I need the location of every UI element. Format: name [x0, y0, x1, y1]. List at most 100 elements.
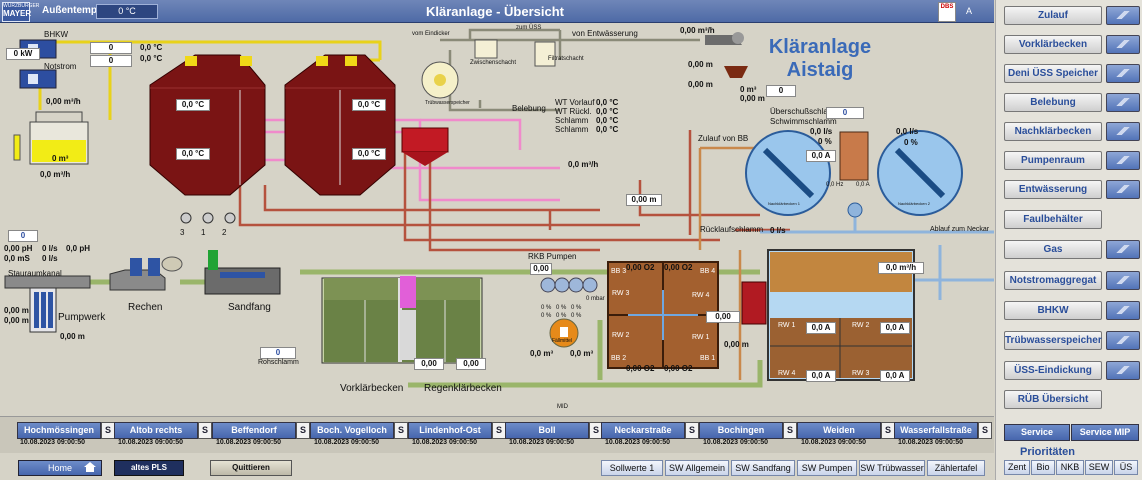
nav-nachklaerbecken[interactable]: Nachklärbecken: [1004, 122, 1102, 141]
nav-entwaesserung-icon[interactable]: [1106, 180, 1140, 199]
nav-zulauf-icon[interactable]: [1106, 6, 1140, 25]
station-weiden-s[interactable]: S: [881, 422, 895, 439]
nav-bhkw[interactable]: BHKW: [1004, 301, 1102, 320]
a-indicator: A: [966, 6, 973, 16]
station-wasserfallstrasse[interactable]: Wasserfallstraße: [894, 422, 978, 439]
container-volume: 0 m³: [740, 85, 757, 94]
plant-title-line2: Aistaig: [786, 59, 854, 81]
nav-pumpenraum-icon[interactable]: [1106, 151, 1140, 170]
nav-deni-uess-speicher[interactable]: Deni ÜSS Speicher: [1004, 64, 1102, 83]
nav-bhkw-icon[interactable]: [1106, 301, 1140, 320]
logo-top: WÜRZBURGER: [3, 3, 40, 9]
rechen: [109, 256, 183, 291]
station-bochingen-s[interactable]: S: [783, 422, 797, 439]
zaehlertafel-button[interactable]: Zählertafel: [927, 460, 985, 476]
home-button[interactable]: Home: [18, 460, 102, 476]
heat-exchanger: [401, 127, 449, 166]
vorklaerbecken: [321, 276, 483, 364]
station-wasserfallstrasse-s[interactable]: S: [978, 422, 992, 439]
nav-faulbehaelter[interactable]: Faulbehälter: [1004, 210, 1102, 229]
feed-pipes: [698, 146, 760, 380]
station-wasserfallstrasse-time: 10.08.2023 09:00:50: [898, 439, 963, 446]
nav-notstromaggregat[interactable]: Notstromaggregat: [1004, 271, 1102, 290]
nav-zulauf[interactable]: Zulauf: [1004, 6, 1102, 25]
nkb2-label: Nachklärbecken 2: [898, 201, 931, 206]
station-altob-rechts[interactable]: Altob rechts: [114, 422, 198, 439]
station-beffendorf[interactable]: Beffendorf: [212, 422, 296, 439]
pumpwerk-label: Pumpwerk: [58, 312, 106, 323]
station-altob-rechts-s[interactable]: S: [198, 422, 212, 439]
vkb-value-2: 0,00: [456, 358, 486, 370]
sollwerte-1-button[interactable]: Sollwerte 1: [601, 460, 663, 476]
nav-rueb-uebersicht[interactable]: RÜB Übersicht: [1004, 390, 1102, 409]
prio-nkb-button[interactable]: NKB: [1056, 460, 1084, 475]
prio-sew-button[interactable]: SEW: [1085, 460, 1113, 475]
power-value: 0 kW: [6, 48, 40, 60]
filtratschacht-label: Filtratschacht: [548, 56, 584, 62]
altes-pls-button[interactable]: altes PLS: [114, 460, 184, 476]
process-schematic: [4, 28, 994, 388]
quittieren-button[interactable]: Quittieren: [210, 460, 292, 476]
station-lindenhof-ost[interactable]: Lindenhof-Ost: [408, 422, 492, 439]
station-boll[interactable]: Boll: [505, 422, 589, 439]
von-entwaesserung-label: von Entwässerung: [572, 29, 638, 38]
prio-ues-button[interactable]: ÜS: [1114, 460, 1138, 475]
station-hochmoessingen-s[interactable]: S: [101, 422, 115, 439]
nav-pumpenraum[interactable]: Pumpenraum: [1004, 151, 1102, 170]
station-boch-vogelloch[interactable]: Boch. Vogelloch: [310, 422, 394, 439]
sw-truebwasser-button[interactable]: SW Trübwasser: [859, 460, 925, 476]
bhkw-temp-2: 0,0 °C: [140, 54, 163, 63]
station-weiden[interactable]: Weiden: [797, 422, 881, 439]
station-boll-time: 10.08.2023 09:00:50: [509, 439, 574, 446]
sw-allgemein-button[interactable]: SW Allgemein: [665, 460, 729, 476]
nav-truebwasser-icon[interactable]: [1106, 331, 1140, 350]
digester-right-temp-top: 0,0 °C: [352, 99, 386, 111]
station-neckarstrasse[interactable]: Neckarstraße: [601, 422, 685, 439]
station-hochmoessingen[interactable]: Hochmössingen: [17, 422, 101, 439]
prio-zent-button[interactable]: Zent: [1004, 460, 1030, 475]
nav-vorklaerbecken-icon[interactable]: [1106, 35, 1140, 54]
rkb-pressure: 0 mbar: [586, 296, 605, 302]
service-button[interactable]: Service: [1004, 424, 1070, 441]
gas-holder: [13, 111, 89, 165]
dbs-logo[interactable]: DBS: [938, 2, 956, 22]
rohschlamm-label: Rohschlamm: [258, 359, 299, 366]
rueb-rw2-label: RW 2: [852, 322, 870, 329]
ph-value-2: 0,0 pH: [66, 244, 91, 253]
nav-belebung-icon[interactable]: [1106, 93, 1140, 112]
rkb-pct-1: 0 %: [541, 305, 552, 311]
nav-belebung[interactable]: Belebung: [1004, 93, 1102, 112]
outdoor-temp-label: Außentemp.: [42, 5, 100, 16]
wt-vorlauf-value: 0,0 °C: [596, 98, 619, 107]
vom-eindicker-label: vom Eindicker: [412, 31, 450, 37]
station-beffendorf-s[interactable]: S: [296, 422, 310, 439]
nav-nachklaer-icon[interactable]: [1106, 122, 1140, 141]
nav-notstrom-icon[interactable]: [1106, 271, 1140, 290]
station-bochingen[interactable]: Bochingen: [699, 422, 783, 439]
service-mip-button[interactable]: Service MIP: [1071, 424, 1139, 441]
nkb2-flow: 0,0 l/s: [896, 127, 919, 136]
nav-uess-eindickung[interactable]: ÜSS-Eindickung: [1004, 361, 1102, 380]
nav-gas-icon[interactable]: [1106, 240, 1140, 259]
bhkw-temp-1: 0,0 °C: [140, 43, 163, 52]
station-neckarstrasse-s[interactable]: S: [685, 422, 699, 439]
schlamm-value-2: 0,0 °C: [596, 125, 619, 134]
nav-entwaesserung[interactable]: Entwässerung: [1004, 180, 1102, 199]
nav-eindickung-icon[interactable]: [1106, 361, 1140, 380]
rkb-pct-4: 0 %: [541, 313, 552, 319]
wt-flow: 0,0 m³/h: [568, 160, 599, 169]
station-altob-rechts-time: 10.08.2023 09:00:50: [118, 439, 183, 446]
nkb-current: 0,0 A: [806, 150, 836, 162]
sw-pumpen-button[interactable]: SW Pumpen: [797, 460, 857, 476]
nav-deni-icon[interactable]: [1106, 64, 1140, 83]
sw-sandfang-button[interactable]: SW Sandfang: [731, 460, 795, 476]
station-boch-vogelloch-s[interactable]: S: [394, 422, 408, 439]
nav-gas[interactable]: Gas: [1004, 240, 1102, 259]
nav-vorklaerbecken[interactable]: Vorklärbecken: [1004, 35, 1102, 54]
prio-bio-button[interactable]: Bio: [1031, 460, 1055, 475]
ueberschussschlamm-label: Überschußschlamm: [770, 107, 842, 116]
station-lindenhof-ost-s[interactable]: S: [492, 422, 506, 439]
blower-2-label: 2: [222, 228, 227, 237]
nav-truebwasserspeicher[interactable]: Trübwasserspeicher: [1004, 331, 1102, 350]
